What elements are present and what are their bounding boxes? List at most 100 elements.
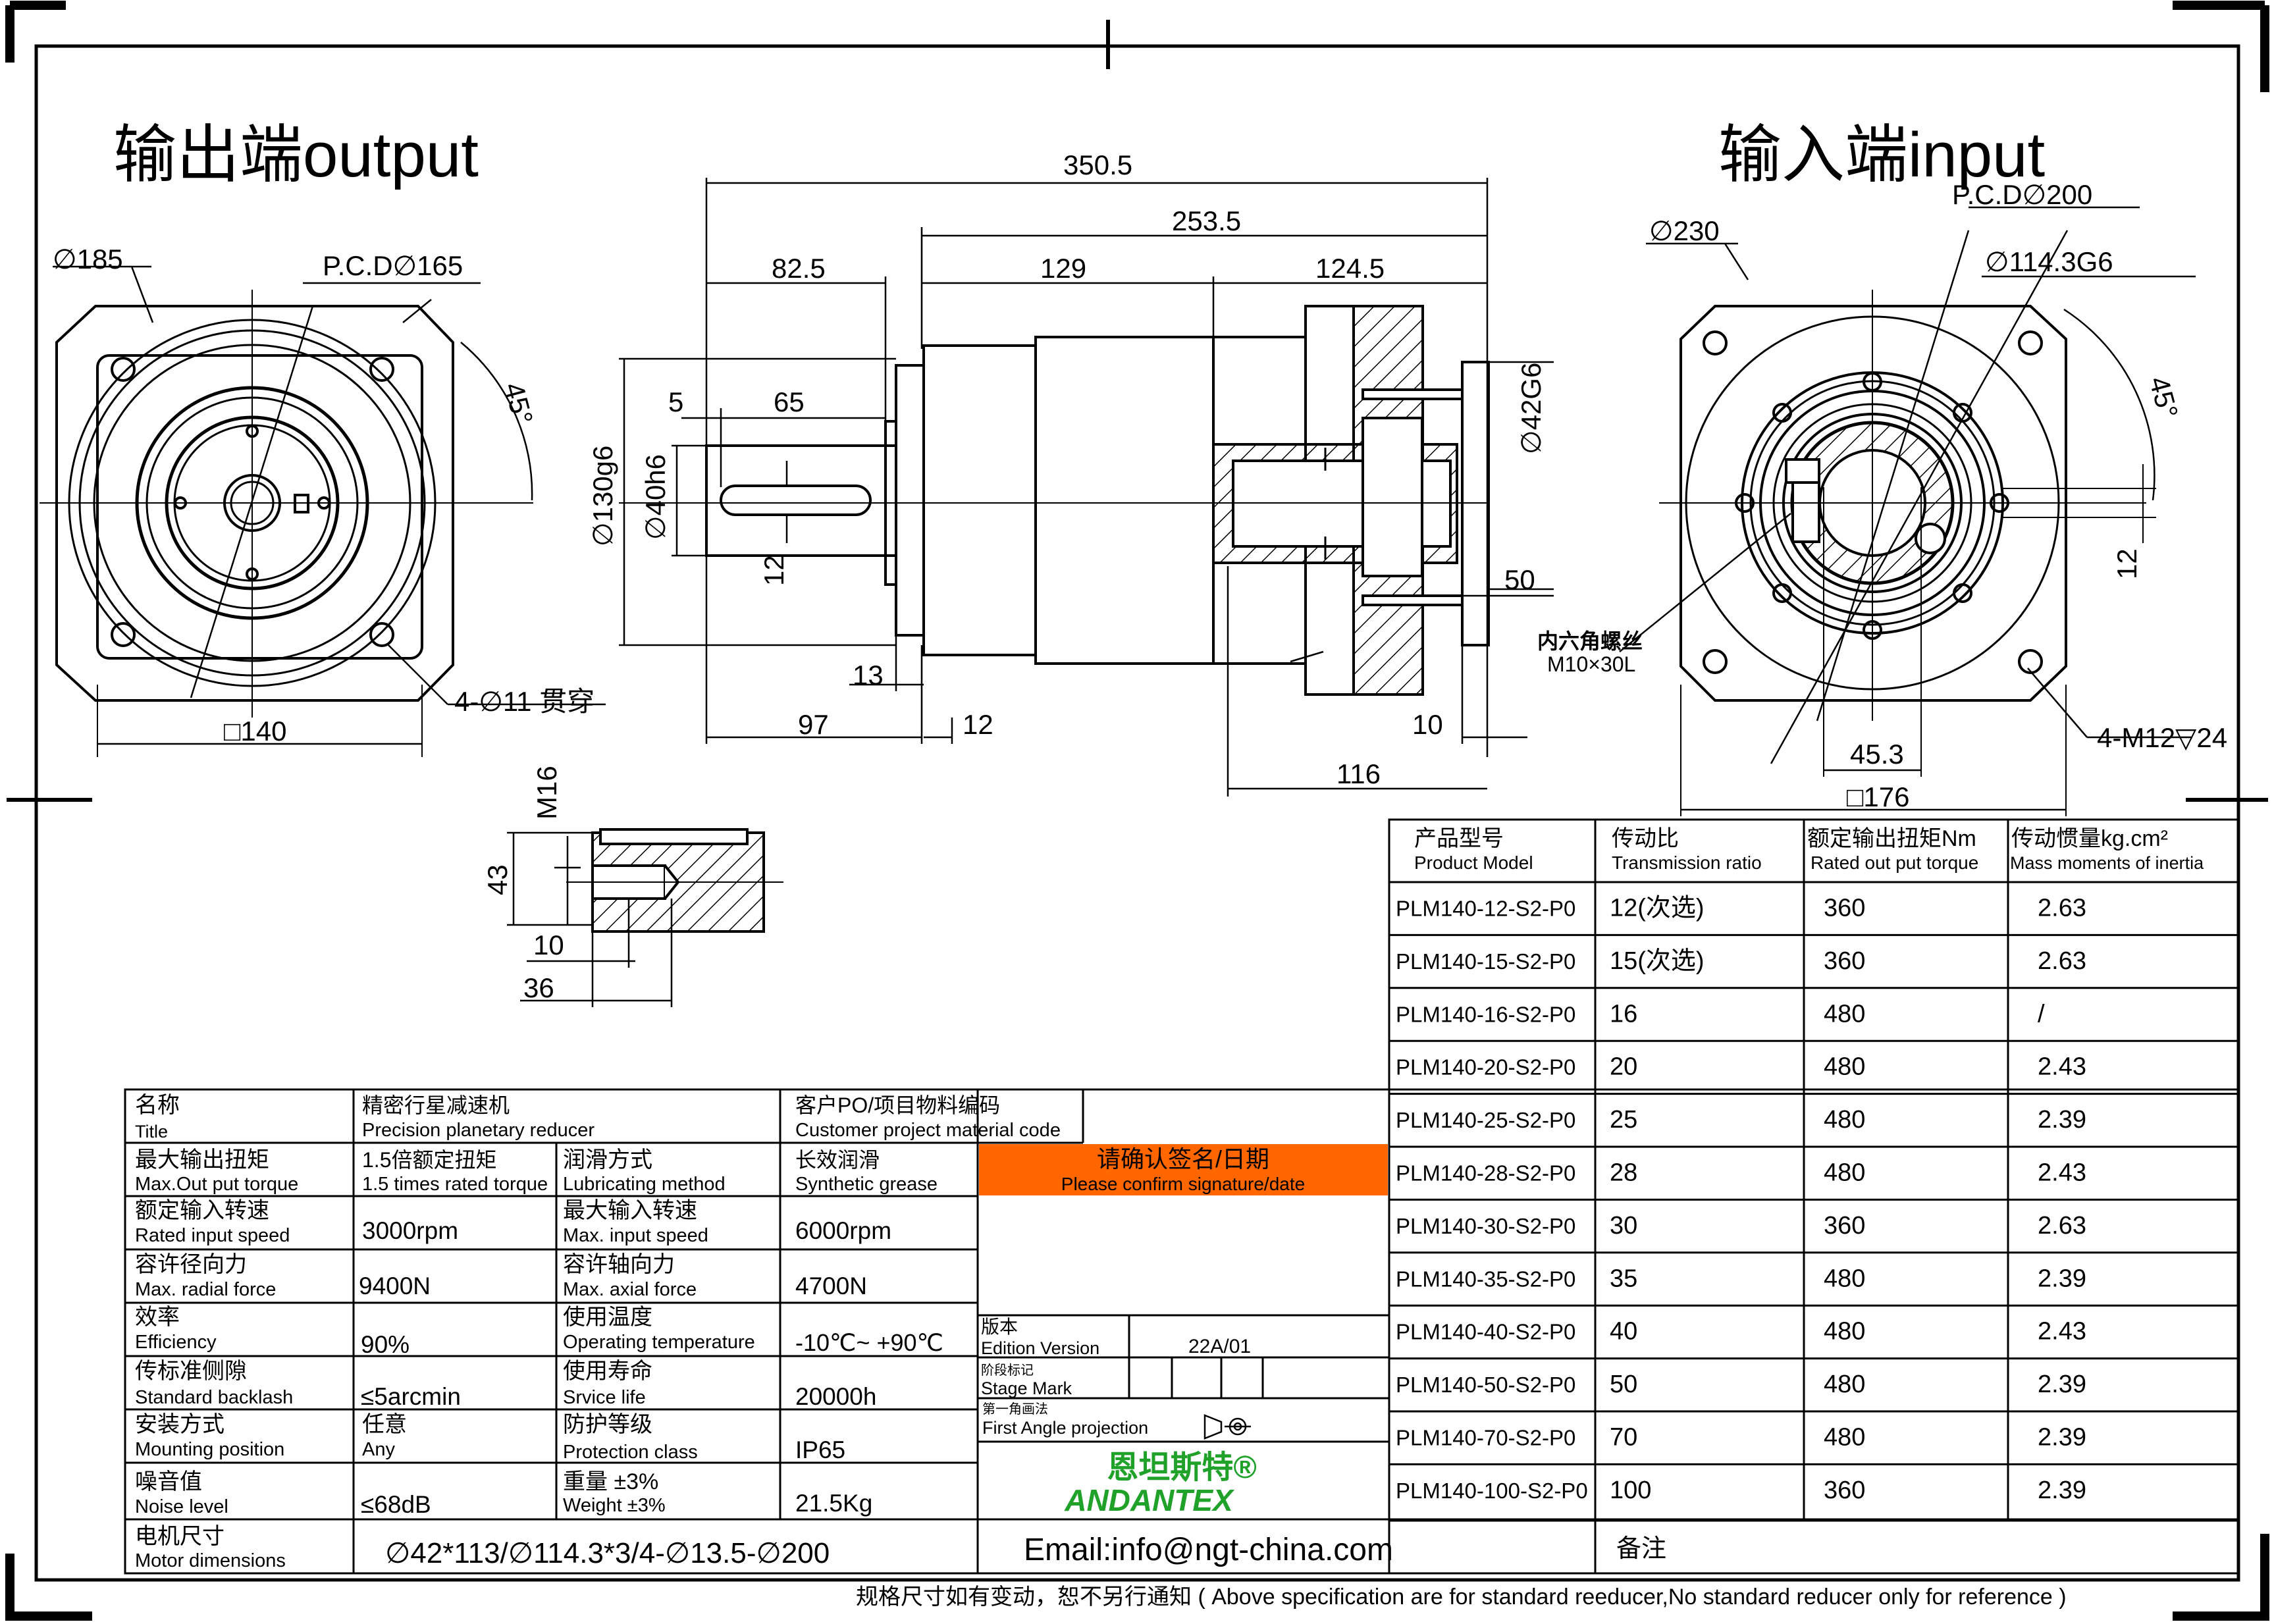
spec-temp-cn: 使用温度: [563, 1305, 652, 1330]
spec-mount-en: Mounting position: [135, 1439, 284, 1460]
spec-cust-cn: 客户PO/项目物料编码: [795, 1093, 1000, 1117]
dim-10: 10: [1412, 709, 1443, 740]
product-model-cell: PLM140-70-S2-P0: [1396, 1425, 1575, 1450]
dim-12-b: 12: [963, 709, 993, 740]
torque-cell: 480: [1824, 1318, 1865, 1346]
header-inertia-cn: 传动惯量kg.cm²: [2011, 826, 2168, 851]
product-model-cell: PLM140-12-S2-P0: [1396, 896, 1575, 920]
ratio-cell: 28: [1610, 1159, 1637, 1186]
spec-torque-val-cn: 1.5倍额定扭矩: [362, 1148, 497, 1172]
torque-cell: 480: [1824, 1053, 1865, 1081]
inertia-cell: 2.39: [2038, 1423, 2086, 1451]
dim-12-right: 12: [2111, 548, 2142, 579]
spec-rated-in-cn: 额定输入转速: [135, 1198, 269, 1223]
spec-lub-val-cn: 长效润滑: [795, 1148, 880, 1172]
dim-d185: ∅185: [53, 244, 123, 275]
torque-cell: 360: [1824, 894, 1865, 922]
dim-pcd200: P.C.D∅200: [1952, 179, 2092, 210]
spec-mount-cn: 安装方式: [135, 1412, 225, 1437]
footer-note: 规格尺寸如有变动，恕不另行通知 ( Above specification ar…: [856, 1585, 2067, 1610]
spec-radial-en: Max. radial force: [135, 1279, 276, 1300]
spec-max-in-en: Max. input speed: [563, 1225, 708, 1246]
dim-36: 36: [523, 972, 554, 1003]
spec-name-cn: 名称: [135, 1093, 180, 1118]
spec-lub-val-en: Synthetic grease: [795, 1174, 938, 1195]
dim-97: 97: [798, 709, 829, 740]
dim-12-key: 12: [758, 555, 789, 586]
product-model-cell: PLM140-16-S2-P0: [1396, 1002, 1575, 1026]
dim-50: 50: [1504, 564, 1535, 595]
edition-cn: 版本: [981, 1317, 1018, 1337]
ratio-cell: 25: [1610, 1106, 1637, 1134]
inertia-cell: 2.39: [2038, 1477, 2086, 1504]
inertia-cell: /: [2038, 1000, 2045, 1028]
dim-10-s: 10: [533, 930, 564, 960]
ratio-cell: 20: [1610, 1053, 1637, 1081]
header-model-cn: 产品型号: [1414, 826, 1504, 851]
header-torque-cn: 额定输出扭矩Nm: [1807, 826, 1976, 851]
spec-axial-cn: 容许轴向力: [563, 1252, 675, 1277]
screw-label: M10×30L: [1547, 652, 1635, 676]
spec-table-text: 名称 Title 精密行星减速机 Precision planetary red…: [135, 1093, 1666, 1571]
dim-m16: M16: [531, 766, 562, 820]
spec-prot-cn: 防护等级: [563, 1412, 652, 1437]
side-view-dimensions: [619, 178, 1554, 797]
spec-name-val-en: Precision planetary reducer: [362, 1120, 595, 1141]
torque-cell: 480: [1824, 1159, 1865, 1186]
stage-en: Stage Mark: [981, 1378, 1072, 1398]
spec-motor-val: ∅42*113/∅114.3*3/4-∅13.5-∅200: [385, 1537, 830, 1569]
spec-mount-val-cn: 任意: [362, 1412, 407, 1437]
spec-noise-val: ≤68dB: [361, 1491, 431, 1518]
spec-rated-in-en: Rated input speed: [135, 1225, 290, 1246]
header-model-en: Product Model: [1414, 852, 1533, 873]
inertia-cell: 2.39: [2038, 1371, 2086, 1398]
header-inertia-en: Mass moments of inertia: [2010, 853, 2204, 873]
dim-holes: 4-∅11 贯穿: [454, 686, 595, 717]
proj-cn: 第一角画法: [982, 1401, 1048, 1417]
edition-en: Edition Version: [981, 1338, 1099, 1358]
product-model-cell: PLM140-30-S2-P0: [1396, 1214, 1575, 1238]
dim-124: 124.5: [1315, 253, 1385, 284]
spec-backlash-val: ≤5arcmin: [361, 1383, 461, 1410]
spec-lub-cn: 润滑方式: [563, 1147, 652, 1172]
product-model-cell: PLM140-50-S2-P0: [1396, 1373, 1575, 1397]
dim-116: 116: [1336, 758, 1381, 789]
dim-d230: ∅230: [1649, 215, 1720, 246]
dim-angle45-right: 45°: [2144, 373, 2184, 422]
spec-name-val-cn: 精密行星减速机: [362, 1093, 510, 1117]
spec-eff-val: 90%: [361, 1331, 410, 1358]
dim-thread: 4-M12▽24: [2097, 722, 2227, 753]
spec-weight-en: Weight ±3%: [563, 1495, 666, 1516]
ratio-cell: 35: [1610, 1265, 1637, 1292]
inertia-cell: 2.43: [2038, 1159, 2086, 1186]
product-model-cell: PLM140-28-S2-P0: [1396, 1161, 1575, 1185]
spec-radial-cn: 容许径向力: [135, 1252, 247, 1277]
spec-noise-cn: 噪音值: [135, 1469, 202, 1494]
dim-d40: ∅40h6: [640, 454, 671, 540]
spec-axial-en: Max. axial force: [563, 1279, 697, 1300]
header-ratio-cn: 传动比: [1612, 826, 1679, 851]
dim-65: 65: [774, 386, 805, 417]
remark-label: 备注: [1616, 1535, 1666, 1563]
dim-angle45-left: 45°: [498, 379, 539, 428]
product-model-cell: PLM140-15-S2-P0: [1396, 949, 1575, 974]
spec-temp-val: -10℃~ +90℃: [795, 1329, 943, 1356]
ratio-cell: 30: [1610, 1212, 1637, 1240]
input-title: 输入端input: [1718, 120, 2045, 190]
spec-radial-val: 9400N: [359, 1272, 431, 1299]
spec-eff-en: Efficiency: [135, 1332, 217, 1353]
spec-life-val: 20000h: [795, 1383, 876, 1410]
torque-cell: 480: [1824, 1000, 1865, 1028]
spec-life-cn: 使用寿命: [563, 1359, 652, 1384]
contact-email: Email:info@ngt-china.com: [1024, 1532, 1393, 1567]
dim-square140: □140: [224, 716, 286, 747]
drawing-frame: [5, 1, 2269, 1621]
dim-43: 43: [482, 864, 513, 895]
dim-129: 129: [1040, 253, 1086, 284]
torque-cell: 480: [1824, 1423, 1865, 1451]
ratio-cell: 100: [1610, 1477, 1651, 1504]
product-model-cell: PLM140-100-S2-P0: [1396, 1479, 1588, 1503]
